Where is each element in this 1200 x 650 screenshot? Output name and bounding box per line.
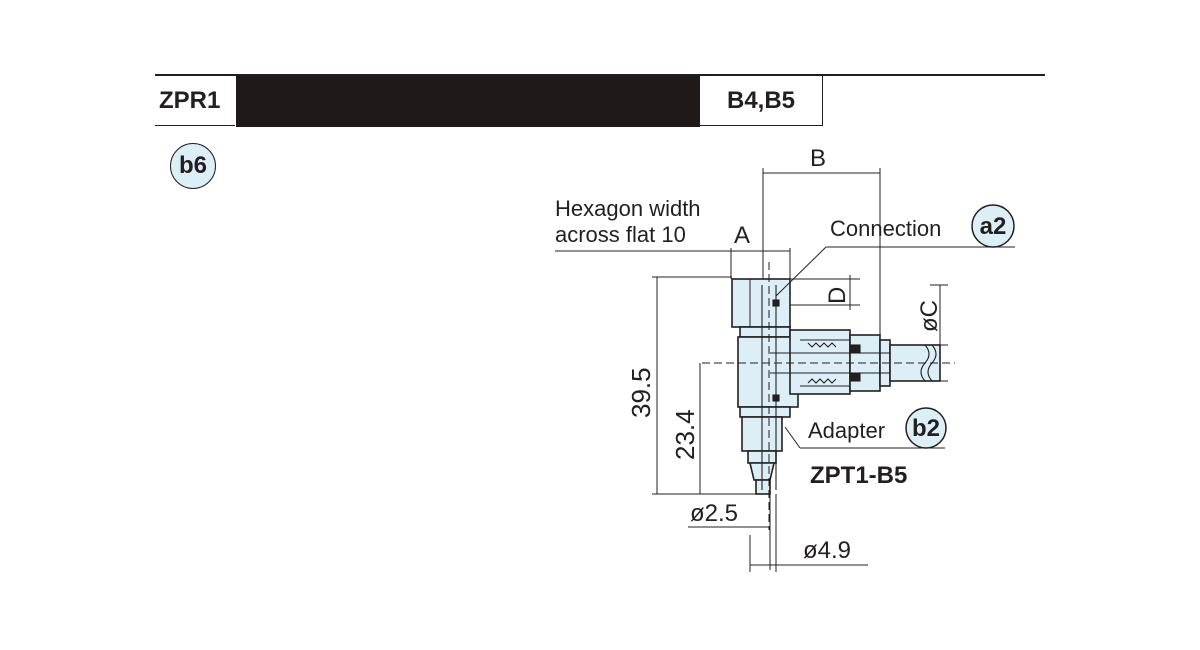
series-code: ZPR1 <box>155 76 235 126</box>
adapter-badge-circle <box>905 407 947 449</box>
adapter-part-number: ZPT1-B5 <box>810 462 907 489</box>
section-badge: b6 <box>170 143 216 189</box>
dim-b-label: B <box>810 145 826 172</box>
connection-badge: a2 <box>980 213 1007 240</box>
centerlines <box>702 262 955 530</box>
connection-badge-circle <box>971 204 1015 248</box>
variant-code: B4,B5 <box>700 76 823 126</box>
dim-diameter-small: ø2.5 <box>690 500 738 527</box>
dimension-lines <box>555 168 1015 572</box>
adapter-badge: b2 <box>912 415 940 442</box>
dim-c-label: øC <box>916 300 943 332</box>
header-top-rule <box>155 74 1045 76</box>
adapter-label: Adapter <box>808 418 885 443</box>
dim-d-label: D <box>824 287 851 304</box>
dim-height-port: 23.4 <box>670 409 700 460</box>
dim-a-label: A <box>734 222 750 249</box>
hexagon-label-line2: across flat 10 <box>555 222 686 247</box>
dim-diameter-large: ø4.9 <box>803 537 851 564</box>
hexagon-label-line1: Hexagon width <box>555 196 701 221</box>
connection-label: Connection <box>830 216 941 241</box>
header-title-bar <box>236 76 700 127</box>
dim-height-total: 39.5 <box>626 367 656 418</box>
